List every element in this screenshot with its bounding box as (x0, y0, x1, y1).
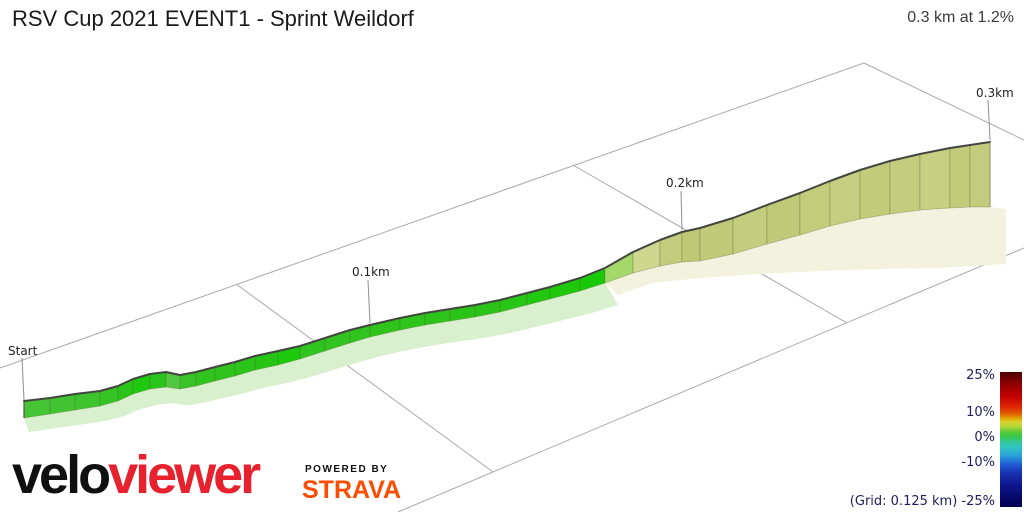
route-summary: 0.3 km at 1.2% (907, 9, 1014, 26)
elevation-curve (23, 141, 991, 402)
gradient-face-segment (949, 144, 971, 209)
distance-tick-0.1km (367, 279, 371, 324)
gradient-face-segment (766, 192, 801, 245)
veloviewer-logo-viewer: viewer (108, 445, 261, 505)
page-title: RSV Cup 2021 EVENT1 - Sprint Weildorf (12, 6, 414, 31)
veloviewer-logo-velo: velo (12, 445, 111, 505)
gradient-face-segment (969, 141, 991, 208)
legend-tick-25: 25% (966, 368, 995, 383)
legend-tick-10: 10% (966, 405, 995, 420)
grid-line-cross-0.125km (235, 283, 494, 473)
legend-tick-0: 0% (974, 430, 995, 445)
legend-tick-neg10: -10% (961, 455, 995, 470)
distance-marker-start: Start (8, 344, 38, 358)
powered-by-label: POWERED BY (305, 464, 389, 475)
veloviewer-logo[interactable]: veloviewer (12, 445, 261, 505)
distance-tick-0.3km (987, 99, 991, 141)
gradient-face-segment (859, 160, 891, 220)
gradient-face-segment (699, 217, 734, 262)
gradient-face-segment (681, 227, 701, 263)
gradient-face-segment (799, 180, 831, 236)
strava-logo[interactable]: STRAVA (302, 476, 402, 504)
gradient-legend-bar (1000, 372, 1022, 507)
distance-marker-02km: 0.2km (666, 176, 704, 190)
gradient-face-segment (919, 147, 951, 211)
profile-shadow-green (24, 283, 618, 432)
grid-line-front-edge (397, 247, 1024, 512)
gradient-face-segment (659, 231, 683, 267)
legend-tick-neg25-grid-note: (Grid: 0.125 km) -25% (849, 494, 995, 509)
grid-line-back-edge (0, 62, 865, 369)
gradient-face-segment (889, 153, 921, 215)
distance-tick-Start (21, 357, 25, 401)
profile-shadow-olive (605, 207, 1006, 295)
distance-tick-0.2km (680, 190, 683, 231)
distance-marker-01km: 0.1km (352, 265, 390, 279)
grid-line-right-edge (863, 62, 1024, 141)
distance-marker-03km: 0.3km (976, 86, 1014, 100)
